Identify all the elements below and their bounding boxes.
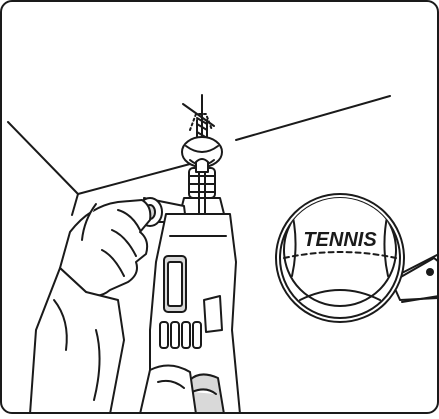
lower-hand	[140, 365, 196, 414]
magnifier-label: TENNIS	[303, 229, 377, 251]
drill-chuck	[180, 168, 224, 214]
magnifier-callout	[276, 194, 439, 322]
drill-target-mark	[183, 95, 214, 140]
